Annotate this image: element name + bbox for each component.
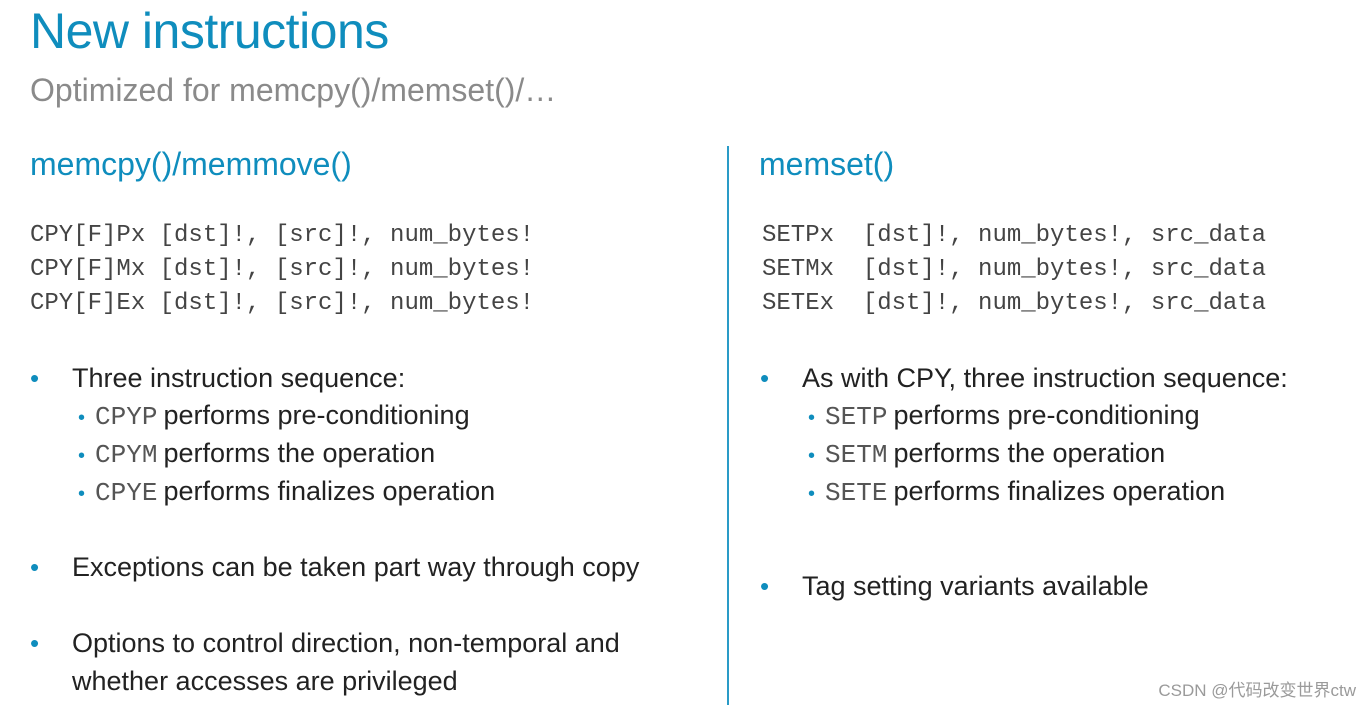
sub-item-text: performs finalizes operation <box>893 476 1226 506</box>
bullet-text-line1: Options to control direction, non-tempor… <box>72 628 620 658</box>
sub-bullet-icon: • <box>808 407 816 429</box>
sub-item-text: performs pre-conditioning <box>893 400 1200 430</box>
instruction-code: CPYP <box>95 402 158 432</box>
bullet-text: Tag setting variants available <box>802 571 1149 601</box>
sub-bullet-icon: • <box>78 445 86 467</box>
memset-heading: memset() <box>759 146 895 182</box>
sub-bullet-icon: • <box>78 483 86 505</box>
instruction-code: CPYE <box>95 478 158 508</box>
sub-bullet-icon: • <box>808 445 816 467</box>
slide-subtitle: Optimized for memcpy()/memset()/… <box>30 72 557 108</box>
memcpy-heading: memcpy()/memmove() <box>30 146 352 182</box>
bullet-icon: • <box>30 552 40 582</box>
bullet-icon: • <box>30 363 40 393</box>
bullet-text: Exceptions can be taken part way through… <box>72 552 640 582</box>
code-line: SETEx [dst]!, num_bytes!, src_data <box>762 290 1267 317</box>
sub-item-text: performs the operation <box>163 438 436 468</box>
bullet-text: Three instruction sequence: <box>72 363 406 393</box>
bullet-text: As with CPY, three instruction sequence: <box>802 363 1288 393</box>
code-line: CPY[F]Mx [dst]!, [src]!, num_bytes! <box>30 256 535 283</box>
instruction-code: CPYM <box>95 440 158 470</box>
instruction-code: SETM <box>825 440 888 470</box>
sub-bullet-icon: • <box>808 483 816 505</box>
instruction-code: SETP <box>825 402 888 432</box>
code-line: SETPx [dst]!, num_bytes!, src_data <box>762 222 1267 249</box>
sub-item-text: performs finalizes operation <box>163 476 496 506</box>
code-line: CPY[F]Ex [dst]!, [src]!, num_bytes! <box>30 290 535 317</box>
memset-code-block: SETPx [dst]!, num_bytes!, src_data SETMx… <box>762 219 1266 321</box>
slide-title: New instructions <box>30 3 389 59</box>
column-divider <box>727 146 729 705</box>
sub-item-text: performs pre-conditioning <box>163 400 470 430</box>
sub-item-text: performs the operation <box>893 438 1166 468</box>
instruction-code: SETE <box>825 478 888 508</box>
bullet-text-line2: whether accesses are privileged <box>72 666 458 696</box>
code-line: CPY[F]Px [dst]!, [src]!, num_bytes! <box>30 222 535 249</box>
bullet-icon: • <box>30 628 40 658</box>
bullet-icon: • <box>760 363 770 393</box>
memcpy-code-block: CPY[F]Px [dst]!, [src]!, num_bytes! CPY[… <box>30 219 534 321</box>
bullet-icon: • <box>760 571 770 601</box>
csdn-watermark: CSDN @代码改变世界ctw <box>1158 681 1356 700</box>
code-line: SETMx [dst]!, num_bytes!, src_data <box>762 256 1267 283</box>
sub-bullet-icon: • <box>78 407 86 429</box>
